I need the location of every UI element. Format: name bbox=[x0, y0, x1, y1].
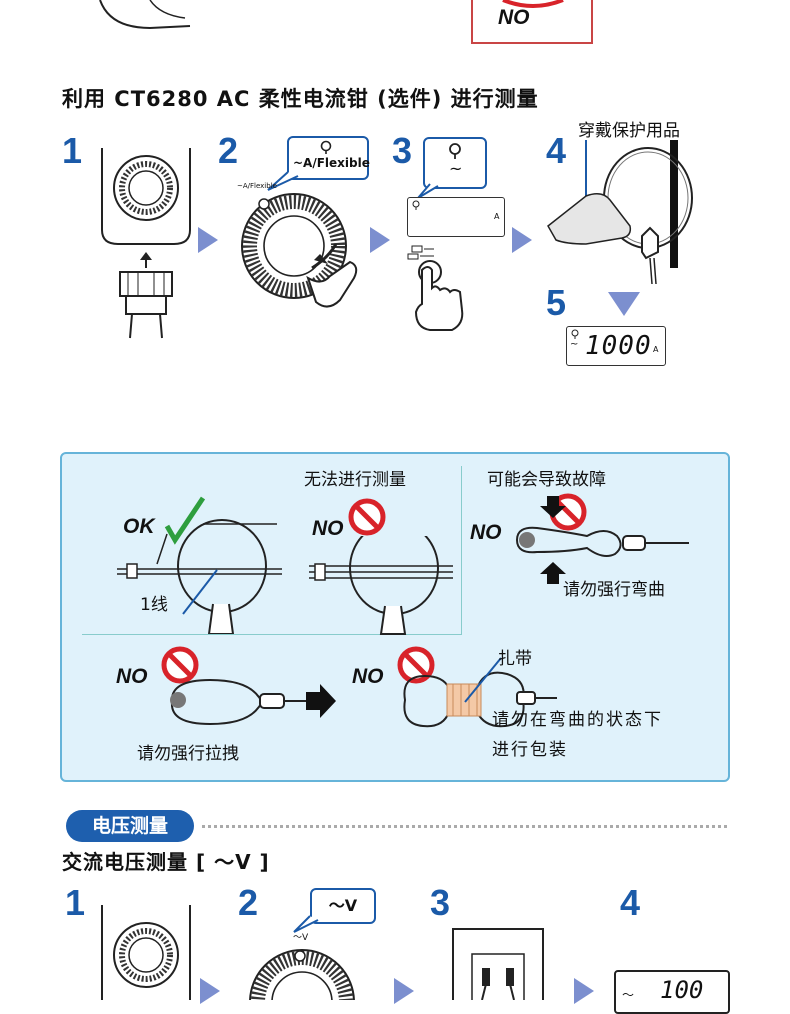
lcd-display-reading: ~ 1000 A bbox=[566, 326, 666, 366]
heading-may-cause-fault: 可能会导致故障 bbox=[487, 470, 606, 490]
top-no-label: NO bbox=[498, 6, 530, 29]
ok-example-illustration bbox=[117, 496, 282, 634]
lcd-display-blank: A bbox=[407, 197, 505, 237]
section-title: 利用 CT6280 AC 柔性电流钳 (选件) 进行测量 bbox=[62, 87, 539, 111]
finger-press-button-illustration bbox=[407, 245, 464, 331]
rotary-dial-illustration bbox=[241, 193, 358, 308]
check-mark-icon bbox=[164, 496, 206, 545]
voltage-callout: ～V bbox=[310, 888, 376, 924]
lcd-reading-unit: A bbox=[653, 345, 659, 354]
lcd-unit: A bbox=[494, 212, 500, 221]
voltage-meter-top-illustration bbox=[101, 905, 191, 1000]
voltage-step-2: 2 bbox=[238, 882, 259, 923]
voltage-arrow-3 bbox=[574, 978, 594, 1004]
step-number-5: 5 bbox=[546, 282, 567, 323]
panel-divider-vertical bbox=[461, 466, 462, 634]
voltage-step-1: 1 bbox=[65, 882, 86, 923]
lcd-ac-symbol: ~ bbox=[570, 339, 579, 350]
no-pack-bent-line2: 进行包装 bbox=[492, 740, 568, 760]
no-pull-label: 请勿强行拉拽 bbox=[137, 744, 239, 764]
voltage-arrow-2 bbox=[394, 978, 414, 1004]
flexible-clamp-icon bbox=[320, 140, 332, 154]
no-label-4: NO bbox=[352, 665, 384, 688]
no-box-fragment: NO bbox=[471, 0, 593, 44]
gloved-hand-clamp-illustration bbox=[547, 140, 693, 285]
step-arrow-1 bbox=[198, 227, 218, 253]
no-two-wires-illustration bbox=[309, 536, 453, 635]
down-arrow bbox=[608, 292, 640, 316]
voltage-step-3: 3 bbox=[430, 882, 451, 923]
callout-step3-box: ~ bbox=[423, 137, 487, 189]
cable-tie-label: 扎带 bbox=[498, 649, 532, 669]
voltage-measurement-pill: 电压测量 bbox=[66, 810, 194, 842]
no-label-2: NO bbox=[470, 521, 502, 544]
no-label-3: NO bbox=[116, 665, 148, 688]
no-bending-label: 请勿强行弯曲 bbox=[563, 580, 665, 600]
panel-divider-horizontal bbox=[82, 634, 462, 635]
no-pull-illustration bbox=[170, 678, 336, 726]
flexible-clamp-icon-tiny-2 bbox=[571, 329, 579, 339]
callout-flexible-box: ~A/Flexible bbox=[287, 136, 370, 180]
prohibition-icon-3 bbox=[161, 646, 199, 684]
no-label-1: NO bbox=[312, 517, 344, 540]
lcd-reading-value: 1000 bbox=[585, 331, 652, 361]
voltage-subtitle: 交流电压测量 [ ～V ] bbox=[62, 850, 270, 874]
voltage-arrow-1 bbox=[200, 978, 220, 1004]
prohibition-icon-4 bbox=[397, 646, 435, 684]
no-bending-illustration bbox=[515, 496, 689, 584]
voltage-callout-tail bbox=[293, 915, 319, 933]
voltage-step-4: 4 bbox=[620, 882, 641, 923]
ppe-label: 穿戴保护用品 bbox=[578, 121, 680, 141]
prohibition-icon-1 bbox=[348, 498, 386, 536]
step-arrow-2 bbox=[370, 227, 390, 253]
voltage-lcd-display: ～ 100 bbox=[614, 970, 730, 1014]
ok-label: OK bbox=[123, 515, 155, 538]
no-pack-bent-illustration bbox=[403, 657, 557, 728]
step-number-3: 3 bbox=[392, 130, 413, 171]
dotted-rule bbox=[202, 825, 727, 828]
step-number-1: 1 bbox=[62, 130, 83, 171]
no-pack-bent-line1: 请勿在弯曲的状态下 bbox=[492, 710, 663, 730]
step-number-4: 4 bbox=[546, 130, 567, 171]
heading-cannot-measure: 无法进行测量 bbox=[304, 470, 406, 490]
callout-tail bbox=[267, 171, 299, 191]
voltage-lcd-reading: 100 bbox=[660, 976, 704, 1004]
voltage-rotary-dial-illustration bbox=[249, 949, 355, 1000]
step-number-2: 2 bbox=[218, 130, 239, 171]
voltage-dial-label: ～V bbox=[293, 933, 309, 943]
callout-flexible-text: ~A/Flexible bbox=[293, 156, 370, 170]
wall-outlet-illustration bbox=[452, 928, 544, 1000]
meter-top-illustration bbox=[101, 148, 191, 339]
one-wire-label: 1线 bbox=[140, 595, 168, 615]
flexible-clamp-icon-large bbox=[449, 143, 461, 159]
dial-label-small: ~A/Flexible bbox=[237, 182, 277, 190]
callout-step3-symbol: ~ bbox=[449, 159, 463, 178]
flexible-clamp-icon-tiny bbox=[412, 200, 420, 210]
hand-illustration-fragment bbox=[99, 0, 191, 30]
voltage-lcd-symbol: ～ bbox=[622, 988, 635, 1002]
step-arrow-3 bbox=[512, 227, 532, 253]
caution-panel: 无法进行测量 可能会导致故障 OK 1线 NO NO 请勿强行弯曲 NO bbox=[60, 452, 730, 782]
